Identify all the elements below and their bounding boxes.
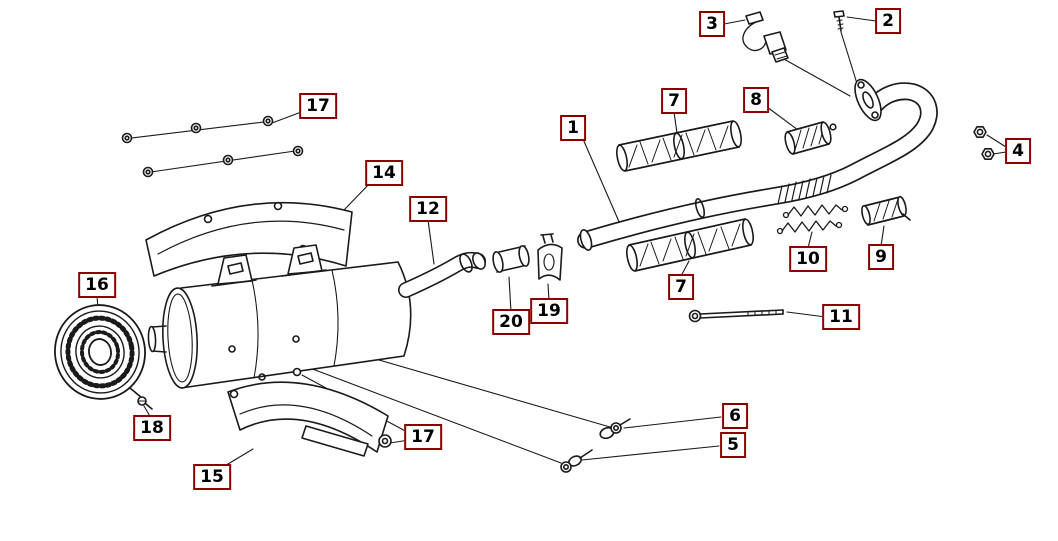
callout-1[interactable]: 1: [560, 115, 586, 141]
hanger-bracket: [861, 195, 911, 226]
callout-17-lower[interactable]: 17: [404, 424, 442, 450]
callout-3[interactable]: 3: [699, 11, 725, 37]
muffler-inlet-pipe: [398, 251, 486, 298]
callout-2[interactable]: 2: [875, 8, 901, 34]
callout-17-upper[interactable]: 17: [299, 93, 337, 119]
leader-lines: [96, 16, 1007, 468]
upper-heat-shield: [145, 201, 353, 277]
sensor-stud-bolt: [833, 10, 845, 32]
callout-14[interactable]: 14: [365, 160, 403, 186]
flex-coupling: [777, 174, 832, 205]
saddle-clamp: [537, 233, 563, 281]
callout-6[interactable]: 6: [722, 403, 748, 429]
muffler-body: [147, 244, 412, 389]
pipe-shield-upper: [616, 120, 742, 172]
coupler-sleeve: [492, 245, 530, 273]
flange-nuts: [973, 126, 995, 160]
callout-19[interactable]: 19: [530, 298, 568, 324]
oxygen-sensor: [742, 11, 789, 63]
bolt-icon: [121, 115, 304, 178]
callout-8[interactable]: 8: [743, 87, 769, 113]
callout-5[interactable]: 5: [720, 432, 746, 458]
pipe-shield-lower: [626, 218, 754, 272]
lower-heat-shield: [227, 381, 392, 457]
end-cap-bolt: [137, 396, 153, 410]
callout-9[interactable]: 9: [868, 244, 894, 270]
callout-18[interactable]: 18: [133, 415, 171, 441]
callout-20[interactable]: 20: [492, 309, 530, 335]
callout-16[interactable]: 16: [78, 272, 116, 298]
callout-7-upper[interactable]: 7: [661, 88, 687, 114]
callout-11[interactable]: 11: [822, 304, 860, 330]
assembly-lines: [293, 31, 860, 464]
mount-bolt-upper: [599, 418, 631, 440]
exhaust-header-pipe: [577, 78, 938, 251]
callout-15[interactable]: 15: [193, 464, 231, 490]
exhaust-end-cap: [54, 304, 146, 400]
shield-bolt-set: [121, 115, 304, 178]
callout-10[interactable]: 10: [789, 246, 827, 272]
muffler-bracket-rear: [281, 244, 327, 277]
pipe-flange: [854, 78, 882, 122]
pipe-clamp: [784, 121, 837, 155]
mount-bolt-lower: [560, 449, 593, 473]
muffler-bracket-front: [211, 254, 257, 287]
callout-7-lower[interactable]: 7: [668, 274, 694, 300]
callout-4[interactable]: 4: [1005, 138, 1031, 164]
hanger-springs: [776, 204, 849, 235]
hanger-bolt: [688, 309, 784, 323]
callout-12[interactable]: 12: [409, 196, 447, 222]
